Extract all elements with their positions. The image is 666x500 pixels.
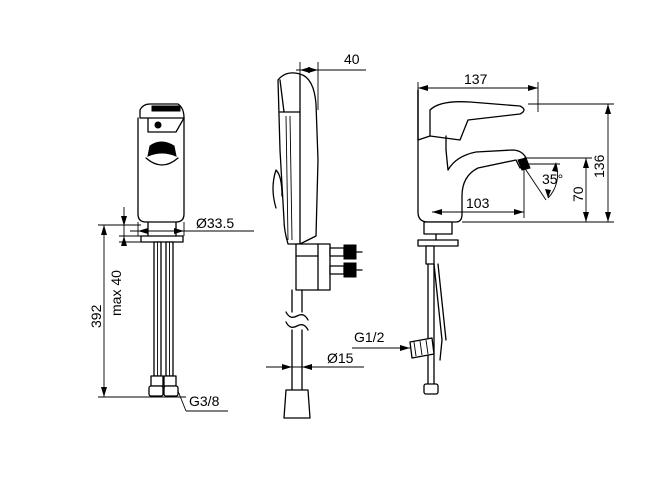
label-swivel-angle: 35° bbox=[542, 171, 563, 187]
side-view-dimensions: 40 Ø15 bbox=[266, 51, 366, 370]
screw-icon bbox=[154, 121, 162, 129]
profile-view-dimensions: 137 103 35° 70 136 G1/2 bbox=[352, 71, 614, 351]
label-spout-height: 70 bbox=[570, 186, 586, 202]
front-view-dimensions: Ø33.5 max 40 392 G3/8 bbox=[88, 207, 254, 412]
label-inlet-thread: G3/8 bbox=[189, 393, 220, 409]
side-view bbox=[272, 72, 363, 419]
label-hand-shower-width: 40 bbox=[344, 51, 360, 67]
label-body-height: 136 bbox=[591, 154, 607, 178]
label-spout-length: 137 bbox=[464, 71, 488, 87]
profile-view bbox=[409, 89, 531, 395]
label-outlet-thread: G1/2 bbox=[354, 329, 385, 345]
label-dia-base: Ø33.5 bbox=[196, 215, 234, 231]
front-view bbox=[137, 103, 185, 397]
label-total-height: 392 bbox=[88, 304, 104, 328]
label-spout-reach: 103 bbox=[466, 195, 490, 211]
label-hose-dia: Ø15 bbox=[327, 350, 354, 366]
label-max-height: max 40 bbox=[108, 270, 124, 316]
